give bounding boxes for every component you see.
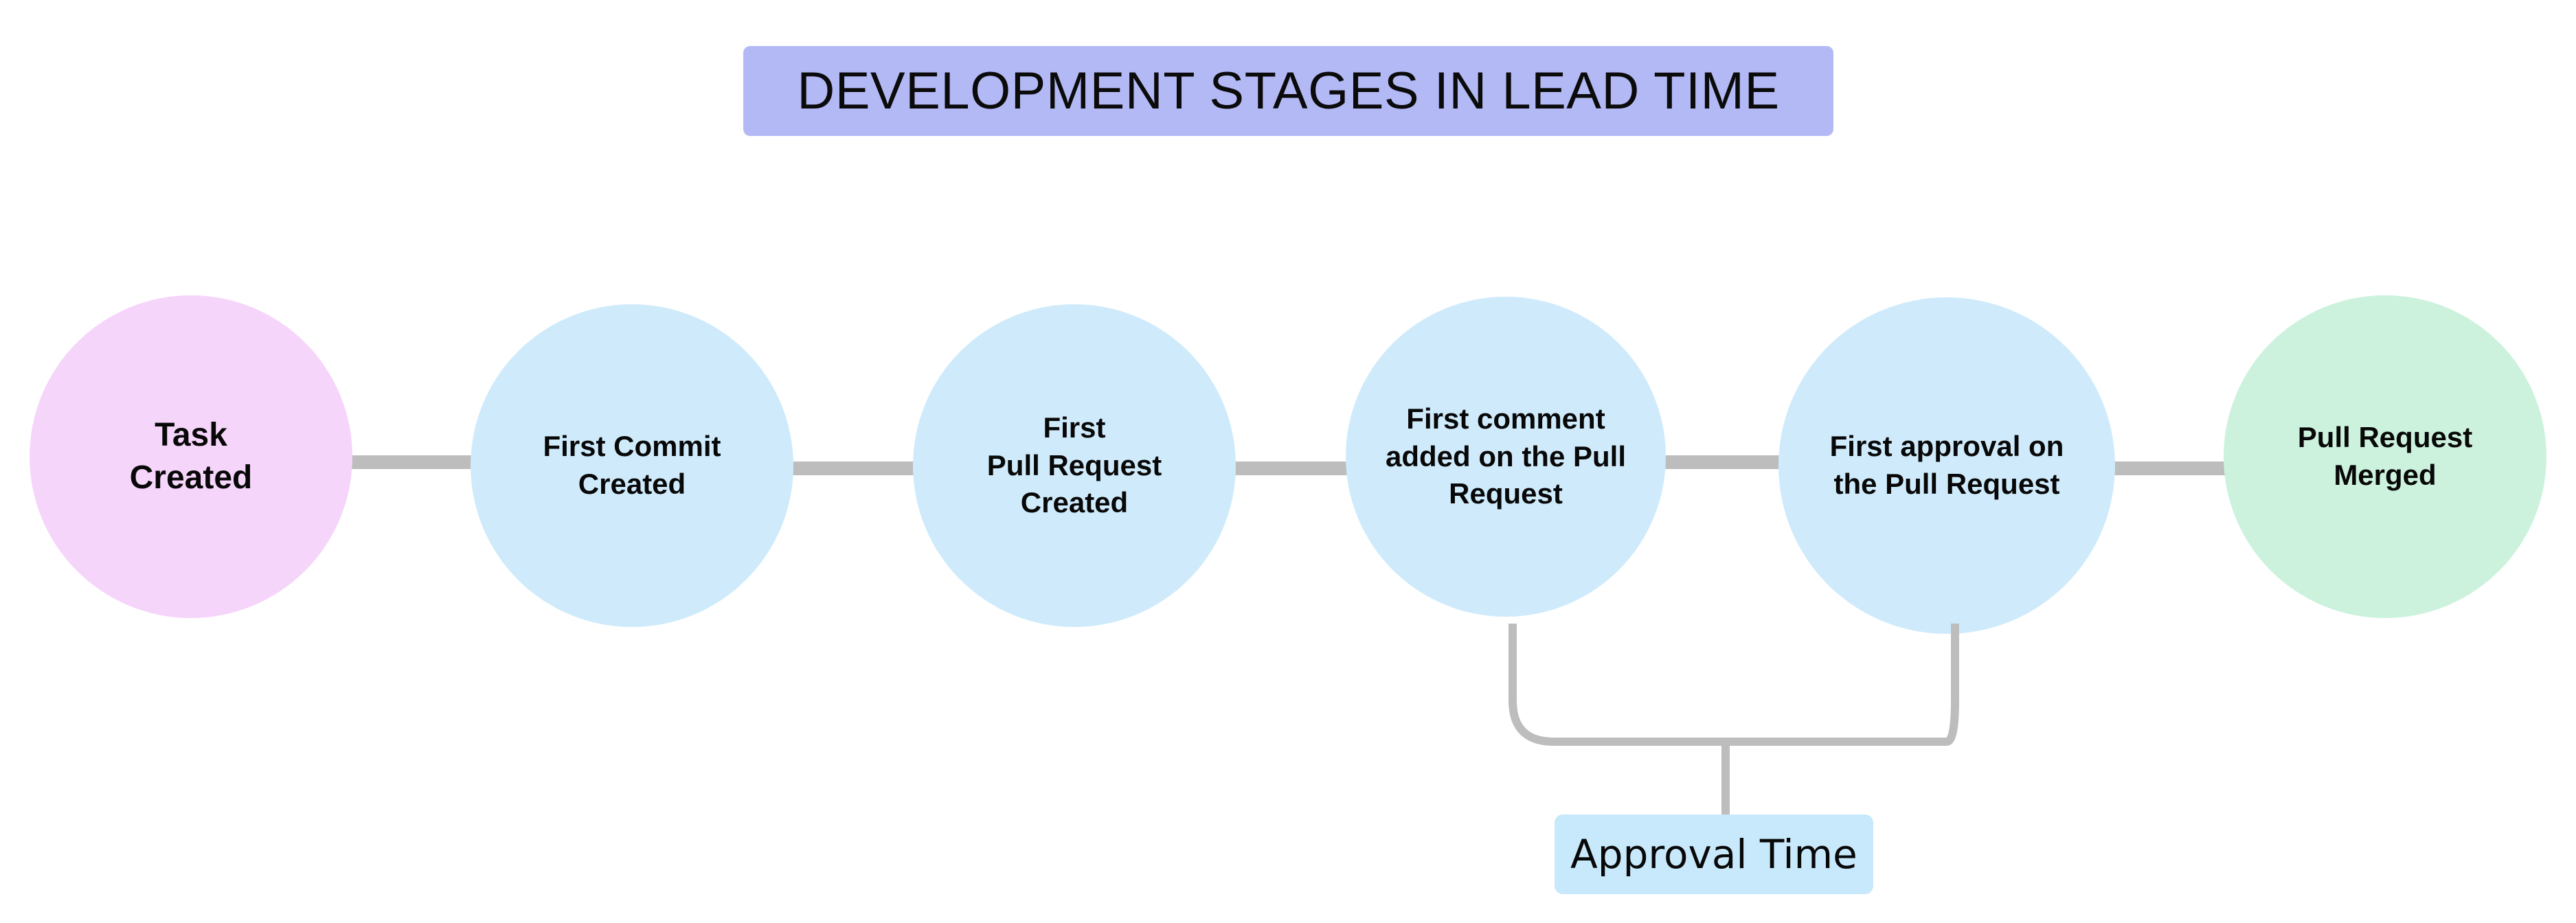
stage-node-pull-request-merged[interactable]: Pull Request Merged — [2224, 295, 2546, 618]
approval-time-label-box[interactable]: Approval Time — [1555, 814, 1873, 894]
connector-task-to-first-commit — [348, 455, 479, 469]
connector-first-pr-to-first-comment — [1230, 461, 1348, 475]
stage-node-first-pull-request-created[interactable]: First Pull Request Created — [913, 304, 1236, 627]
stage-node-label: First approval on the Pull Request — [1829, 430, 2064, 500]
stage-node-label: First Pull Request Created — [986, 411, 1162, 519]
stage-node-task-created[interactable]: Task Created — [30, 295, 352, 618]
stage-node-label: First Commit Created — [543, 430, 721, 500]
approval-time-bracket — [1509, 624, 1959, 819]
page-title: DEVELOPMENT STAGES IN LEAD TIME — [797, 61, 1780, 120]
stage-node-first-commit-created[interactable]: First Commit Created — [471, 304, 793, 627]
stage-node-label: Task Created — [129, 416, 253, 496]
connector-first-commit-to-first-pr — [791, 461, 916, 475]
stage-node-first-comment-added-on-the-pull-request[interactable]: First comment added on the Pull Request — [1346, 297, 1666, 617]
stage-node-label: First comment added on the Pull Request — [1385, 402, 1626, 510]
approval-time-label: Approval Time — [1570, 831, 1857, 878]
connector-first-comment-to-first-approval — [1664, 455, 1787, 469]
stage-node-first-approval-on-the-pull-request[interactable]: First approval on the Pull Request — [1778, 297, 2115, 634]
connector-first-approval-to-merged — [2108, 461, 2231, 475]
diagram-title-banner: DEVELOPMENT STAGES IN LEAD TIME — [743, 46, 1833, 136]
stage-node-label: Pull Request Merged — [2297, 421, 2473, 491]
